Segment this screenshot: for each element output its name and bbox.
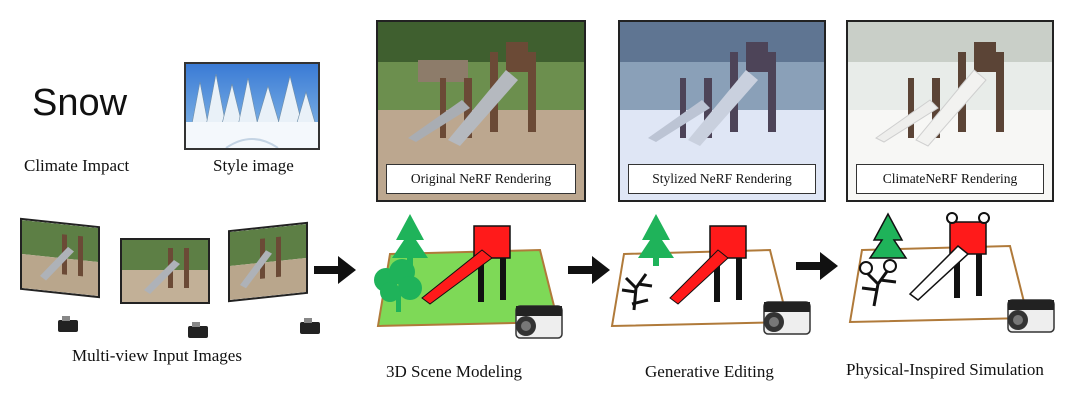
arrow-right-icon xyxy=(314,256,356,284)
simulation-illustration xyxy=(848,212,1055,333)
generative-editing-illustration xyxy=(610,214,811,335)
original-rendering-panel: Original NeRF Rendering xyxy=(376,20,586,202)
climatenerf-rendering-caption: ClimateNeRF Rendering xyxy=(856,164,1044,194)
scene-modeling-label: 3D Scene Modeling xyxy=(386,362,522,381)
input-image-3 xyxy=(228,221,308,303)
simulation-label: Physical-Inspired Simulation xyxy=(846,360,1044,379)
multi-view-label: Multi-view Input Images xyxy=(72,346,242,365)
style-image xyxy=(184,62,320,150)
stylized-rendering-panel: Stylized NeRF Rendering xyxy=(618,20,826,202)
stylized-rendering-caption: Stylized NeRF Rendering xyxy=(628,164,816,194)
input-image-1 xyxy=(20,217,100,299)
original-rendering-caption: Original NeRF Rendering xyxy=(386,164,576,194)
camera-icon xyxy=(58,316,78,332)
climate-title: Snow xyxy=(32,82,128,124)
input-image-2 xyxy=(120,238,210,304)
scene-modeling-illustration xyxy=(374,214,563,339)
style-image-label: Style image xyxy=(213,156,294,175)
arrow-right-icon xyxy=(568,256,610,284)
climate-impact-label: Climate Impact xyxy=(24,156,130,175)
climatenerf-rendering-panel: ClimateNeRF Rendering xyxy=(846,20,1054,202)
camera-icon xyxy=(188,322,208,338)
camera-icon xyxy=(300,318,320,334)
generative-editing-label: Generative Editing xyxy=(645,362,774,381)
arrow-right-icon xyxy=(796,252,838,280)
